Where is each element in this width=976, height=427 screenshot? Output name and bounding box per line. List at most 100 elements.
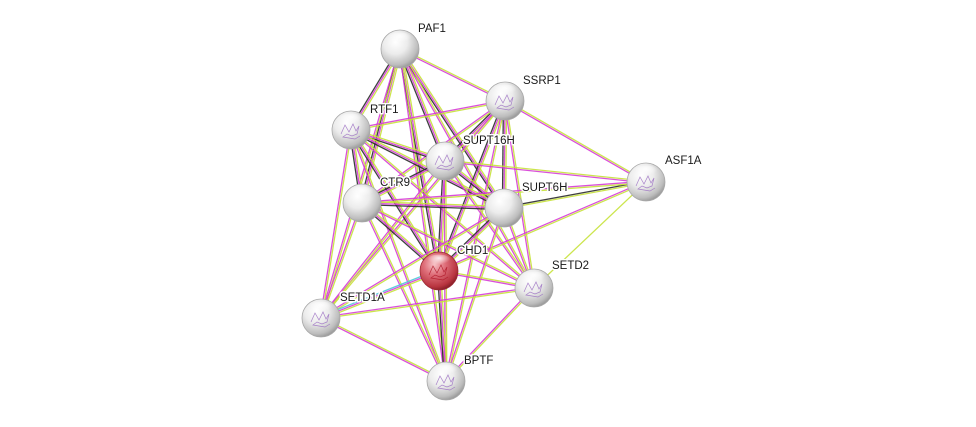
edge-line-text-mining [362,201,535,288]
edge-line-text-mining [445,159,647,182]
edge-ssrp1-rtf1[interactable] [350,99,506,132]
edge-line-experimental [320,286,534,318]
edge-asf1a-setd2[interactable] [533,181,647,289]
edge-line-experimental [444,207,504,381]
node-label-halo: SUPT6H [522,182,567,194]
edge-line-experimental [360,203,446,382]
node-chd1[interactable] [419,251,459,291]
protein-structure-icon [494,94,515,111]
edge-line-experimental [504,101,646,184]
edge-ctr9-setd1a[interactable] [319,202,364,319]
node-label-halo: SSRP1 [523,75,561,87]
node-highlight [388,32,412,45]
protein-structure-icon [428,264,449,281]
edge-ctr9-supt6h[interactable] [361,200,505,211]
edge-line-experimental [350,99,505,130]
edge-rtf1-bptf[interactable] [349,129,448,382]
edge-line-experimental [361,203,534,290]
node-ctr9[interactable] [342,183,382,223]
node-supt6h[interactable] [484,188,524,228]
edge-setd1a-bptf[interactable] [320,316,447,383]
node-bptf[interactable] [426,361,466,401]
edge-asf1a-supt6h[interactable] [503,180,647,210]
node-layer [301,29,666,401]
edge-rtf1-setd1a[interactable] [319,129,353,319]
node-label-setd2: SETD2 [552,260,589,272]
edge-ssrp1-setd2[interactable] [503,100,536,289]
edge-line-experimental [350,129,440,272]
node-label-rtf1: RTF1 [370,104,399,116]
node-label-halo: SETD2 [552,260,589,272]
node-label-bptf: BPTF [464,355,493,367]
edge-line-text-mining [446,288,536,382]
edge-paf1-ssrp1[interactable] [399,47,506,103]
edge-ctr9-bptf[interactable] [360,202,448,382]
label-layer: PAF1PAF1SSRP1SSRP1RTF1RTF1SUPT16HSUPT16H… [339,22,704,369]
node-ssrp1[interactable] [485,81,525,121]
edge-ctr9-setd2[interactable] [361,201,535,290]
node-label-asf1a: ASF1A [665,155,702,167]
node-label-halo: CTR9 [380,177,410,189]
edge-line-text-mining [321,203,364,319]
node-rtf1[interactable] [331,110,371,150]
edge-chd1-setd1a[interactable] [320,268,440,321]
edge-setd2-bptf[interactable] [444,287,536,382]
node-label-paf1: PAF1 [418,23,446,35]
edge-line-experimental [319,129,351,318]
edge-line-text-mining [321,130,353,319]
node-highlight [309,301,333,314]
node-label-supt16h: SUPT16H [463,135,515,147]
edge-line-database [320,268,439,318]
edge-ssrp1-bptf[interactable] [444,100,507,382]
edge-line-experimental [398,49,446,382]
node-label-ssrp1: SSRP1 [523,75,561,87]
node-label-chd1: CHD1 [457,245,488,257]
node-highlight [493,84,517,97]
edge-paf1-bptf[interactable] [398,48,448,382]
node-highlight [427,254,451,267]
node-setd1a[interactable] [301,298,341,338]
edge-line-experimental [398,49,534,289]
node-highlight [492,191,516,204]
node-label-supt6h: SUPT6H [522,182,567,194]
node-highlight [350,186,374,199]
node-highlight [433,144,457,157]
edge-line-experimental [399,48,446,162]
node-label-halo: CHD1 [457,245,488,257]
node-label-halo: BPTF [464,355,493,367]
edge-paf1-setd2[interactable] [398,48,536,289]
edge-line-text-mining [321,208,505,320]
edge-line-experimental [319,202,362,318]
edge-line-text-mining [362,200,505,208]
edge-setd2-setd1a[interactable] [320,286,535,320]
edge-line-experimental [399,49,505,103]
node-supt16h[interactable] [425,141,465,181]
node-label-setd1a: SETD1A [340,292,385,304]
node-paf1[interactable] [380,29,420,69]
edge-line-text-mining [321,271,440,321]
edge-line-text-mining [351,129,448,381]
edge-line-experimental [361,202,505,209]
edge-line-experimental [320,270,440,319]
edge-line-text-mining [446,101,507,382]
edge-line-text-mining [400,48,536,288]
edge-line-text-mining [321,161,447,319]
edge-ssrp1-asf1a[interactable] [504,99,647,184]
edge-line-text-mining [321,101,507,319]
node-highlight [339,113,363,126]
protein-structure-icon [435,374,456,391]
edge-line-text-mining [505,100,536,288]
edge-line-text-mining [321,288,535,320]
node-asf1a[interactable] [626,162,666,202]
node-highlight [522,271,546,284]
edge-supt6h-setd1a[interactable] [320,206,505,320]
edge-line-experimental [444,287,534,381]
edge-line-experimental [320,206,504,318]
edge-supt16h-setd1a[interactable] [319,160,447,319]
node-label-halo: SUPT16H [463,135,515,147]
edge-line-experimental [319,160,445,318]
node-setd2[interactable] [514,268,554,308]
edge-supt16h-asf1a[interactable] [444,159,647,184]
edge-line-coexpression [503,180,646,208]
